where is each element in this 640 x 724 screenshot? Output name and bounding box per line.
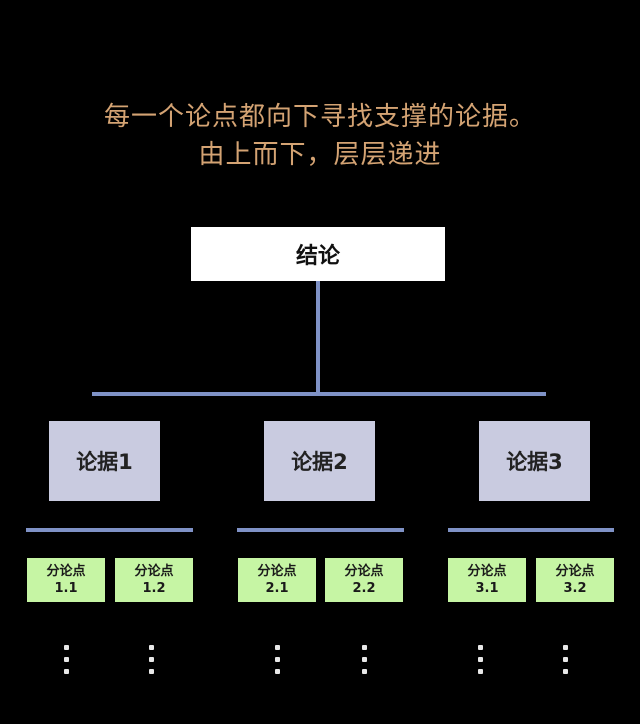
continuation-dots (360, 645, 368, 674)
subpoint-number: 1.1 (54, 581, 78, 596)
subpoint-box-3-2: 分论点 3.2 (536, 558, 614, 602)
subpoint-box-1-2: 分论点 1.2 (115, 558, 193, 602)
argument-label-2: 论据2 (291, 450, 348, 474)
group-2-line (237, 528, 404, 532)
argument-box-3: 论据3 (479, 421, 590, 501)
subpoint-box-1-1: 分论点 1.1 (27, 558, 105, 602)
subpoint-label: 分论点 (344, 564, 384, 579)
subpoint-label: 分论点 (467, 564, 507, 579)
argument-box-1: 论据1 (49, 421, 160, 501)
group-1-line (26, 528, 193, 532)
subpoint-label: 分论点 (257, 564, 297, 579)
group-3-line (448, 528, 614, 532)
conclusion-box: 结论 (191, 227, 445, 281)
argument-box-2: 论据2 (264, 421, 375, 501)
subpoint-box-3-1: 分论点 3.1 (448, 558, 526, 602)
subpoint-box-2-2: 分论点 2.2 (325, 558, 403, 602)
subpoint-label: 分论点 (555, 564, 595, 579)
argument-label-3: 论据3 (506, 450, 563, 474)
continuation-dots (561, 645, 569, 674)
argument-label-1: 论据1 (76, 450, 133, 474)
subpoint-label: 分论点 (46, 564, 86, 579)
continuation-dots (476, 645, 484, 674)
subpoint-label: 分论点 (134, 564, 174, 579)
conclusion-label: 结论 (295, 244, 340, 269)
continuation-dots (62, 645, 70, 674)
caption-line-2: 由上而下，层层递进 (198, 140, 442, 170)
subpoint-number: 3.1 (475, 581, 499, 596)
continuation-dots (147, 645, 155, 674)
subpoint-number: 1.2 (142, 581, 166, 596)
argument-bus-line (92, 392, 546, 396)
continuation-dots (273, 645, 281, 674)
subpoint-number: 2.1 (265, 581, 289, 596)
subpoint-box-2-1: 分论点 2.1 (238, 558, 316, 602)
caption-line-1: 每一个论点都向下寻找支撑的论据。 (103, 102, 536, 132)
root-stem-line (316, 281, 320, 393)
subpoint-number: 3.2 (563, 581, 587, 596)
subpoint-number: 2.2 (352, 581, 376, 596)
